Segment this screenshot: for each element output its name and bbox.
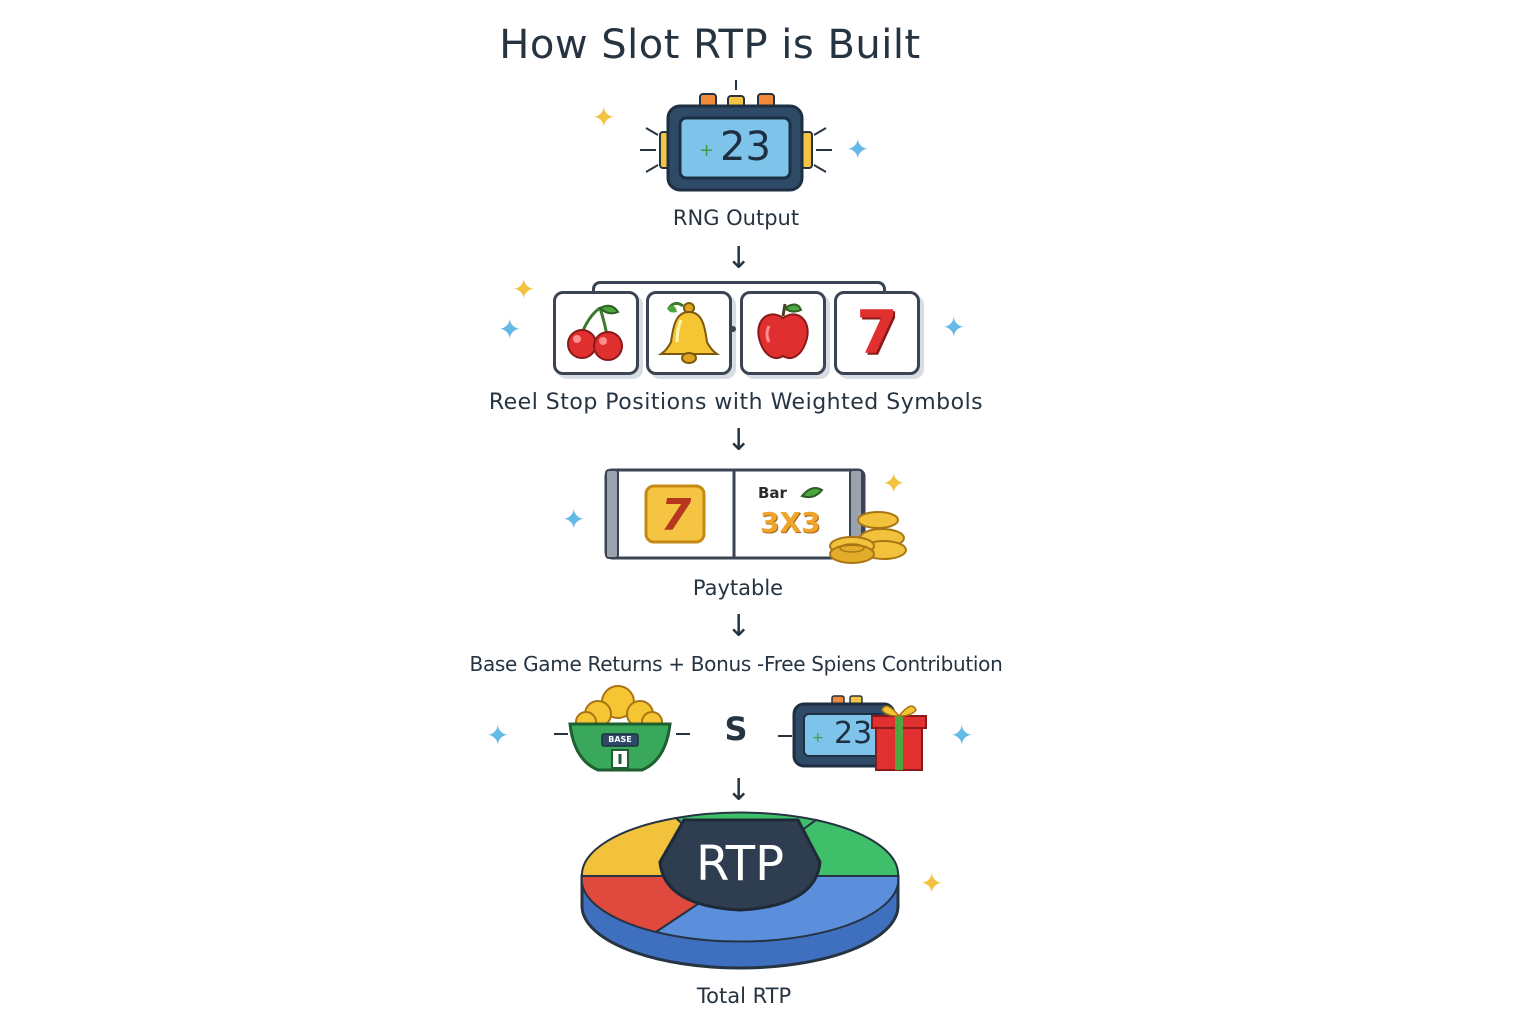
- sparkle-icon: ✦: [846, 133, 870, 166]
- paytable-seven-text: 7: [660, 490, 692, 541]
- seven-symbol-text: 7: [856, 298, 898, 368]
- paytable-book: 7 Bar 3X3: [604, 466, 874, 564]
- sparkle-icon: ✦: [920, 867, 944, 900]
- base-pot-text: BASE: [608, 735, 632, 744]
- sparkle-icon: ✦: [512, 273, 536, 306]
- bell-icon: [657, 301, 721, 364]
- rng-output-label: RNG Output: [672, 206, 800, 230]
- contribution-operator: S: [724, 710, 748, 748]
- contribution-label: Base Game Returns + Bonus -Free Spiens C…: [469, 652, 1003, 676]
- arrow-down-icon: ↓: [726, 423, 752, 458]
- arrow-down-icon: ↓: [726, 773, 752, 808]
- reel-apple: [740, 291, 826, 375]
- reel-stop-label: Reel Stop Positions with Weighted Symbol…: [488, 390, 984, 415]
- bonus-display-value: 23: [834, 716, 873, 751]
- rng-device: + 23: [636, 80, 836, 195]
- rtp-center-text: RTP: [695, 836, 785, 892]
- reel-bell: [646, 291, 732, 375]
- sparkle-icon: ✦: [942, 311, 966, 344]
- total-rtp-label: Total RTP: [696, 984, 792, 1008]
- sparkle-icon: ✦: [882, 467, 906, 500]
- reel-seven: 7: [834, 291, 920, 375]
- rtp-disc-chart: RTP: [576, 810, 906, 976]
- sparkle-icon: ✦: [592, 101, 616, 134]
- arrow-down-icon: ↓: [726, 609, 752, 644]
- sparkle-icon: ✦: [950, 719, 974, 752]
- apple-icon: [757, 303, 809, 359]
- svg-text:+: +: [812, 730, 824, 746]
- cherry-icon: [567, 304, 623, 361]
- reel-separator-dot: [730, 326, 736, 332]
- arrow-down-icon: ↓: [726, 241, 752, 276]
- page-title: How Slot RTP is Built: [499, 22, 921, 68]
- svg-text:+: +: [699, 140, 714, 161]
- rng-display-value: 23: [720, 124, 771, 170]
- paytable-label: Paytable: [692, 576, 784, 600]
- sparkle-icon: ✦: [498, 313, 522, 346]
- reel-cherry: [553, 291, 639, 375]
- paytable-multiplier-text: 3X3: [760, 506, 821, 539]
- coin-stack-icon: [826, 506, 910, 572]
- sparkle-icon: ✦: [562, 503, 586, 536]
- paytable-small-text: Bar: [758, 484, 787, 502]
- base-game-pot-icon: BASE: [552, 684, 692, 780]
- sparkle-icon: ✦: [486, 719, 510, 752]
- bonus-device-icon: + 23: [776, 694, 936, 776]
